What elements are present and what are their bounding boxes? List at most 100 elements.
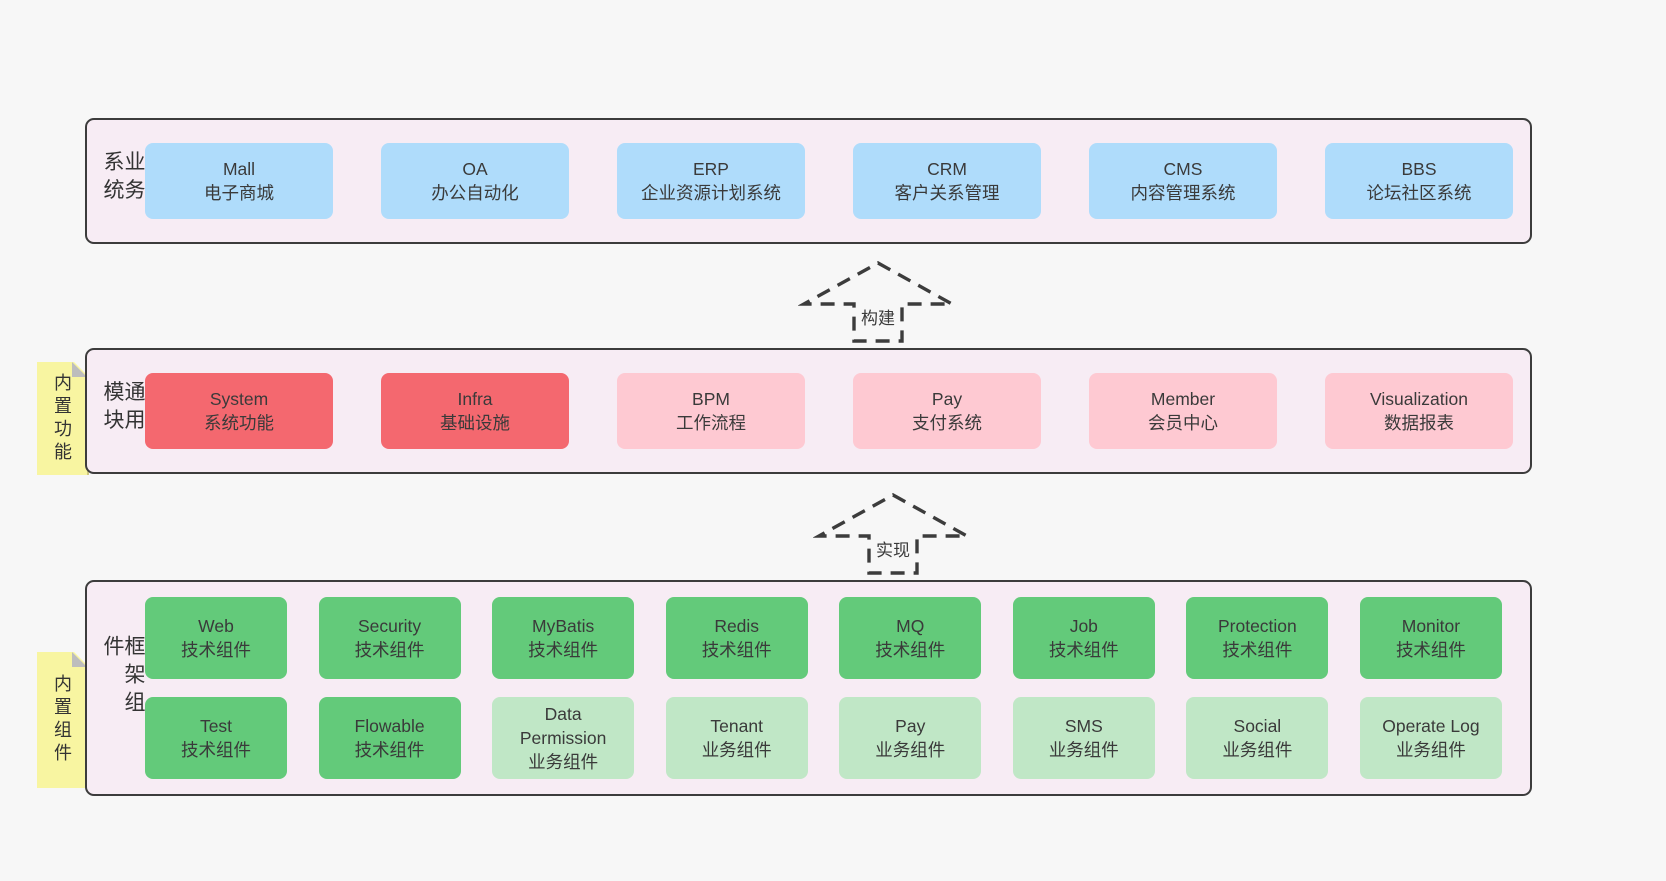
box-desc: 业务组件 bbox=[1222, 740, 1293, 760]
dashed-up-arrow-icon bbox=[813, 493, 973, 575]
arrow-build-label: 构建 bbox=[858, 304, 898, 329]
box-mybatis: MyBatis 技术组件 bbox=[492, 597, 635, 679]
box-name: Job bbox=[1069, 616, 1098, 636]
box-desc: 业务组件 bbox=[528, 752, 599, 772]
box-name: MyBatis bbox=[532, 616, 595, 636]
box-tenant: Tenant 业务组件 bbox=[665, 697, 808, 779]
box-name: Tenant bbox=[710, 716, 763, 736]
box-desc: 支付系统 bbox=[912, 413, 982, 433]
box-name: OA bbox=[462, 159, 488, 179]
band-label-common-modules: 通用模块 bbox=[101, 380, 145, 437]
sticky-built-in-features: 内置功能 bbox=[37, 362, 89, 475]
box-desc: 客户关系管理 bbox=[894, 183, 1000, 203]
box-desc: 论坛社区系统 bbox=[1366, 183, 1472, 203]
box-name: System bbox=[209, 389, 269, 409]
common-modules-row: System 系统功能 Infra 基础设施 BPM 工作流程 Pay 支付系统… bbox=[145, 350, 1513, 472]
box-web: Web 技术组件 bbox=[145, 597, 287, 679]
box-redis: Redis 技术组件 bbox=[665, 597, 808, 679]
box-desc: 内容管理系统 bbox=[1130, 183, 1236, 203]
box-desc: 企业资源计划系统 bbox=[641, 183, 781, 203]
box-name: Member bbox=[1150, 389, 1216, 409]
box-name: Test bbox=[199, 716, 233, 736]
box-member: Member 会员中心 bbox=[1089, 373, 1277, 449]
box-desc: 技术组件 bbox=[1395, 640, 1466, 660]
box-infra: Infra 基础设施 bbox=[381, 373, 569, 449]
dashed-up-arrow-icon bbox=[798, 261, 958, 343]
box-name: MQ bbox=[896, 616, 925, 636]
box-desc: 会员中心 bbox=[1148, 413, 1218, 433]
box-desc: 数据报表 bbox=[1384, 413, 1454, 433]
band-business-systems: 业务系统 Mall 电子商城 OA 办公自动化 ERP 企业资源计划系统 CRM… bbox=[85, 118, 1532, 244]
box-name: Redis bbox=[714, 616, 760, 636]
box-name: Security bbox=[357, 616, 422, 636]
framework-row-2: Test 技术组件 Flowable 技术组件 Data Permission … bbox=[145, 697, 1502, 779]
box-data-permission: Data Permission 业务组件 bbox=[492, 697, 635, 779]
box-protection: Protection 技术组件 bbox=[1186, 597, 1329, 679]
box-bpm: BPM 工作流程 bbox=[617, 373, 805, 449]
box-mq: MQ 技术组件 bbox=[839, 597, 982, 679]
box-oa: OA 办公自动化 bbox=[381, 143, 569, 219]
band-label-framework-components: 框架组件 bbox=[101, 635, 145, 719]
box-system: System 系统功能 bbox=[145, 373, 333, 449]
box-operate-log: Operate Log 业务组件 bbox=[1359, 697, 1502, 779]
box-name: Monitor bbox=[1401, 616, 1461, 636]
band-common-modules: 通用模块 System 系统功能 Infra 基础设施 BPM 工作流程 Pay… bbox=[85, 348, 1532, 474]
business-systems-row: Mall 电子商城 OA 办公自动化 ERP 企业资源计划系统 CRM 客户关系… bbox=[145, 120, 1513, 242]
box-pay: Pay 支付系统 bbox=[853, 373, 1041, 449]
box-desc: 业务组件 bbox=[875, 740, 946, 760]
box-name: CRM bbox=[927, 159, 967, 179]
box-desc: 业务组件 bbox=[1395, 740, 1466, 760]
box-name: SMS bbox=[1064, 716, 1103, 736]
box-name: Data Permission bbox=[519, 704, 607, 748]
box-name: Operate Log bbox=[1382, 716, 1480, 736]
box-visualization: Visualization 数据报表 bbox=[1325, 373, 1513, 449]
arrow-build: 构建 bbox=[798, 260, 958, 344]
box-test: Test 技术组件 bbox=[145, 697, 287, 779]
box-desc: 技术组件 bbox=[354, 640, 425, 660]
box-name: BBS bbox=[1401, 159, 1437, 179]
box-desc: 技术组件 bbox=[875, 640, 946, 660]
box-job: Job 技术组件 bbox=[1012, 597, 1155, 679]
box-desc: 系统功能 bbox=[204, 413, 274, 433]
box-name: Mall bbox=[222, 159, 256, 179]
box-monitor: Monitor 技术组件 bbox=[1359, 597, 1502, 679]
box-name: BPM bbox=[692, 389, 730, 409]
box-desc: 技术组件 bbox=[181, 640, 251, 660]
box-desc: 技术组件 bbox=[528, 640, 599, 660]
box-flowable: Flowable 技术组件 bbox=[318, 697, 461, 779]
band-framework-components: 框架组件 Web 技术组件 Security 技术组件 MyBatis 技术组件… bbox=[85, 580, 1532, 796]
band-label-business-systems: 业务系统 bbox=[101, 150, 145, 207]
box-social: Social 业务组件 bbox=[1186, 697, 1329, 779]
sticky-built-in-components: 内置组件 bbox=[37, 652, 89, 788]
box-name: Pay bbox=[895, 716, 926, 736]
box-desc: 业务组件 bbox=[701, 740, 772, 760]
box-desc: 技术组件 bbox=[181, 740, 251, 760]
box-name: CMS bbox=[1163, 159, 1203, 179]
box-name: Visualization bbox=[1370, 389, 1468, 409]
box-desc: 电子商城 bbox=[204, 183, 274, 203]
box-name: ERP bbox=[693, 159, 729, 179]
framework-row-1: Web 技术组件 Security 技术组件 MyBatis 技术组件 Redi… bbox=[145, 597, 1502, 679]
box-desc: 技术组件 bbox=[1222, 640, 1293, 660]
box-desc: 业务组件 bbox=[1048, 740, 1119, 760]
box-desc: 办公自动化 bbox=[431, 183, 519, 203]
arrow-implement: 实现 bbox=[813, 492, 973, 576]
box-sms: SMS 业务组件 bbox=[1012, 697, 1155, 779]
box-desc: 技术组件 bbox=[1048, 640, 1119, 660]
box-name: Flowable bbox=[354, 716, 425, 736]
box-crm: CRM 客户关系管理 bbox=[853, 143, 1041, 219]
sticky-label: 内置组件 bbox=[52, 674, 72, 766]
framework-components-rows: Web 技术组件 Security 技术组件 MyBatis 技术组件 Redi… bbox=[145, 582, 1502, 794]
box-cms: CMS 内容管理系统 bbox=[1089, 143, 1277, 219]
box-desc: 基础设施 bbox=[440, 413, 510, 433]
box-pay-biz: Pay 业务组件 bbox=[839, 697, 982, 779]
box-desc: 工作流程 bbox=[676, 413, 746, 433]
arrow-implement-label: 实现 bbox=[873, 536, 913, 561]
box-name: Web bbox=[198, 616, 234, 636]
box-name: Protection bbox=[1217, 616, 1297, 636]
box-mall: Mall 电子商城 bbox=[145, 143, 333, 219]
sticky-label: 内置功能 bbox=[52, 372, 72, 465]
box-security: Security 技术组件 bbox=[318, 597, 461, 679]
box-erp: ERP 企业资源计划系统 bbox=[617, 143, 805, 219]
box-desc: 技术组件 bbox=[701, 640, 772, 660]
